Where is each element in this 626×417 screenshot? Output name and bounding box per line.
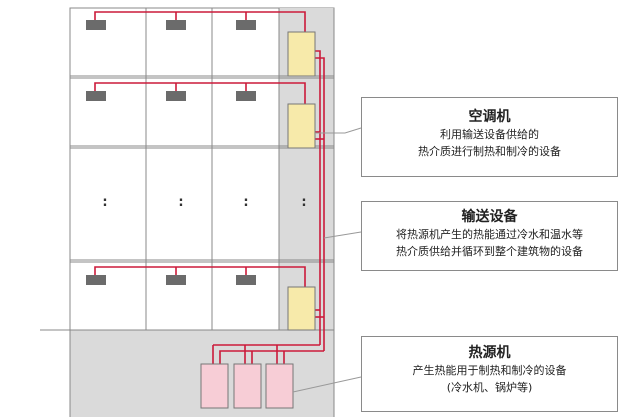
air-conditioner-desc-line: 利用输送设备供给的 — [440, 128, 539, 141]
heat-source-machine — [233, 363, 262, 409]
air-conditioner-units — [287, 31, 316, 331]
fan-coil-unit — [86, 91, 106, 101]
fan-coil-unit — [86, 20, 106, 30]
transport-desc-line: 将热源机产生的热能通过冷水和温水等 — [396, 228, 583, 241]
air-conditioner-unit — [287, 31, 316, 77]
air-conditioner-unit — [287, 286, 316, 331]
fan-coil-unit — [166, 91, 186, 101]
heat-source-machine — [200, 363, 229, 409]
fan-coil-unit — [166, 20, 186, 30]
leader-transport — [323, 231, 362, 239]
ellipsis-marker: : — [243, 195, 249, 210]
transport-desc-line: 热介质供给并循环到整个建筑物的设备 — [396, 245, 583, 258]
air-conditioner-callout: 空调机 利用输送设备供给的 热介质进行制热和制冷的设备 — [361, 97, 618, 177]
fan-coil-units — [86, 20, 256, 285]
ellipsis-marker: : — [301, 195, 307, 210]
heat-source-callout: 热源机 产生热能用于制热和制冷的设备 (冷水机、锅炉等) — [361, 336, 618, 412]
ellipsis-marker: : — [102, 195, 108, 210]
fan-coil-unit — [86, 275, 106, 285]
air-conditioner-desc-line: 热介质进行制热和制冷的设备 — [418, 145, 561, 158]
fan-coil-unit — [166, 275, 186, 285]
room-walls — [69, 8, 335, 417]
fan-coil-unit — [236, 275, 256, 285]
fan-coil-unit — [236, 91, 256, 101]
air-conditioner-title: 空调机 — [468, 109, 511, 125]
heat-source-machines — [200, 363, 294, 409]
transport-callout: 输送设备 将热源机产生的热能通过冷水和温水等 热介质供给并循环到整个建筑物的设备 — [361, 201, 618, 271]
heat-source-desc-line: (冷水机、锅炉等) — [446, 381, 533, 394]
air-conditioner-unit — [287, 103, 316, 149]
heat-source-title: 热源机 — [468, 345, 511, 361]
pipe-network — [94, 11, 325, 364]
ellipsis-marker: : — [178, 195, 184, 210]
leader-heat-source — [292, 376, 362, 393]
heat-source-machine — [265, 363, 294, 409]
leader-lines — [292, 127, 362, 393]
transport-title: 输送设备 — [461, 209, 518, 225]
leader-air-conditioner — [315, 127, 362, 134]
fan-coil-unit — [236, 20, 256, 30]
heat-source-desc-line: 产生热能用于制热和制冷的设备 — [412, 364, 567, 377]
